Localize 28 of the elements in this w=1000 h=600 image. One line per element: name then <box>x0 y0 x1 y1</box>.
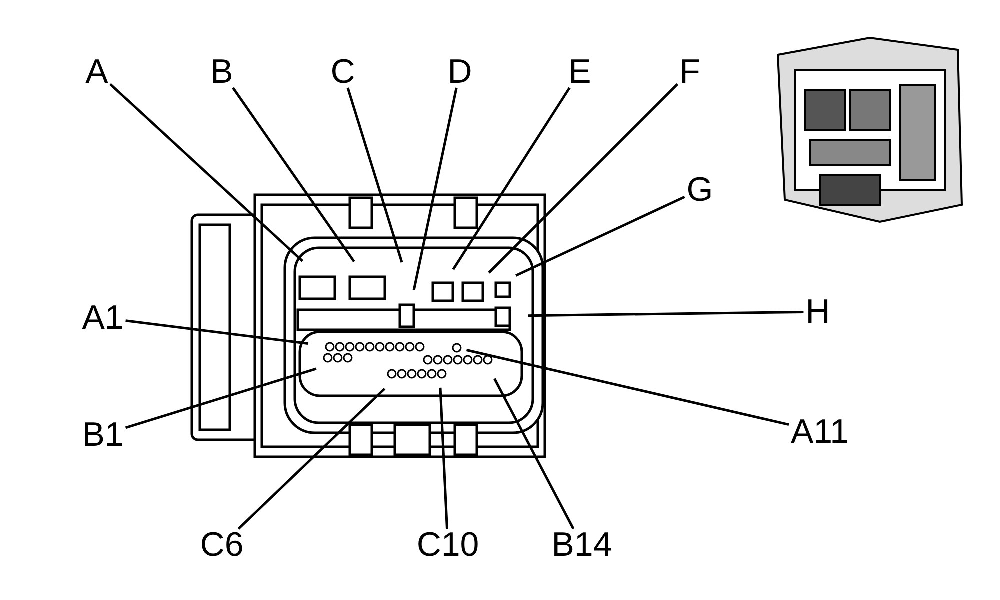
leader-line <box>494 378 575 530</box>
callout-letter: C10 <box>416 527 480 563</box>
callout-letter: A11 <box>791 414 849 450</box>
leader-line <box>466 349 790 426</box>
leader-line <box>126 320 308 345</box>
leader-line <box>439 388 448 530</box>
callout-letter: B1 <box>82 417 124 453</box>
callout-letter: E <box>568 54 592 90</box>
leader-line <box>110 83 304 262</box>
leader-line <box>125 368 317 430</box>
leader-line <box>452 87 571 270</box>
callout-letter: C6 <box>200 527 244 563</box>
callout-letter: F <box>680 54 700 90</box>
leader-line <box>238 388 386 530</box>
callout-letter: C <box>330 54 356 90</box>
leader-line <box>528 310 804 318</box>
leader-line <box>516 196 686 277</box>
callout-letter: A <box>86 54 108 90</box>
leader-line <box>232 87 356 262</box>
callout-letter: G <box>686 172 714 208</box>
callout-letter: H <box>806 294 830 330</box>
callout-letter: B14 <box>552 527 612 563</box>
leader-line <box>412 88 458 290</box>
leader-line <box>346 88 404 263</box>
callout-letter: B <box>210 54 234 90</box>
callout-letter: A1 <box>82 300 124 336</box>
leader-line <box>488 84 678 274</box>
callout-letter: D <box>448 54 472 90</box>
